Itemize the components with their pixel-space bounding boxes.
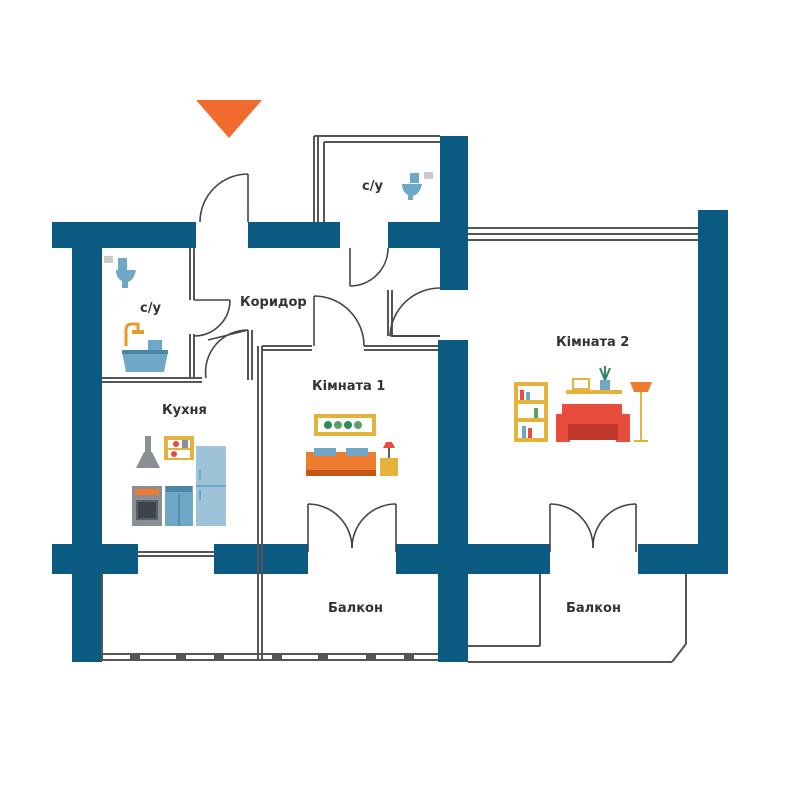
room-label-room1: Кімната 1	[312, 379, 385, 394]
room-label-wc-top: с/у	[362, 179, 383, 194]
entrance-arrow-icon	[196, 100, 262, 138]
kitchen-set-icon	[132, 436, 226, 526]
walls	[52, 136, 728, 662]
room-label-kitchen: Кухня	[162, 403, 207, 418]
balcony-window-marks	[130, 654, 414, 660]
living-room-set-icon	[514, 366, 652, 442]
bed-icon	[306, 414, 398, 476]
room-label-room2: Кімната 2	[556, 335, 629, 350]
room-label-balcony1: Балкон	[328, 601, 383, 616]
thin-walls	[101, 135, 698, 663]
bathtub-icon	[122, 322, 168, 372]
doors	[193, 173, 637, 552]
toilet-icon	[104, 256, 136, 288]
room-label-balcony2: Балкон	[566, 601, 621, 616]
room-label-wc-left: с/у	[140, 301, 161, 316]
room-label-corridor: Коридор	[240, 295, 307, 310]
toilet-icon	[402, 172, 433, 200]
